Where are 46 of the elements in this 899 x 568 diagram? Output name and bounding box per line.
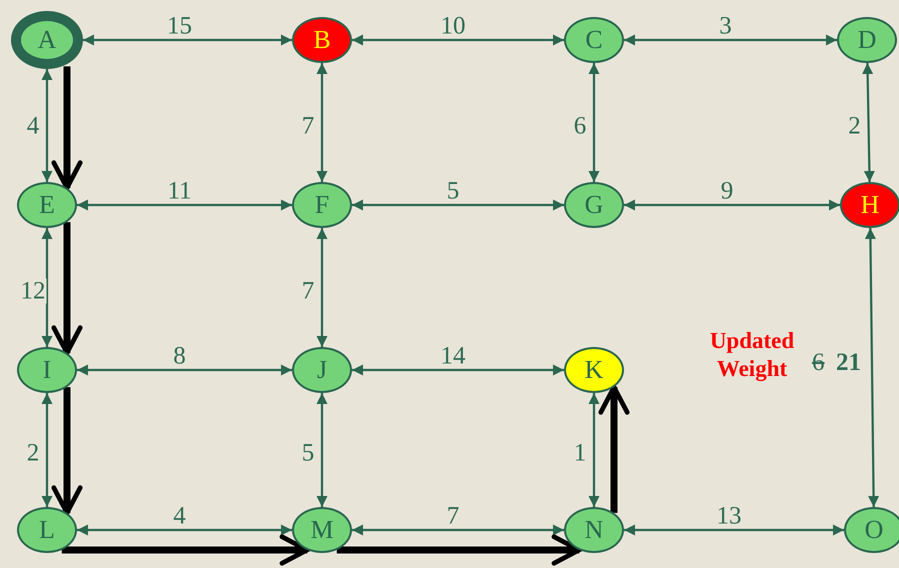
node-ellipse: K [564, 347, 624, 393]
edge-arrow [862, 62, 875, 182]
edge-arrow [624, 524, 844, 536]
node-ellipse: M [292, 507, 352, 553]
edge-arrow [42, 69, 52, 182]
node-ellipse: H [840, 182, 899, 228]
node-ellipse: N [564, 507, 624, 553]
edge-arrow [352, 34, 564, 46]
node-ellipse: J [292, 347, 352, 393]
node-ellipse: F [292, 182, 352, 228]
edge-arrow [352, 524, 564, 536]
edge-arrow [316, 63, 328, 182]
node-ellipse: O [844, 507, 899, 553]
edge-arrow [83, 34, 292, 46]
node-ellipse: L [17, 507, 77, 553]
path-arrow [51, 222, 83, 356]
edge-arrow [316, 393, 328, 507]
node-ellipse: A [11, 11, 83, 69]
edge-arrow [864, 228, 880, 508]
edge-arrow [624, 200, 840, 210]
edge-arrow [77, 524, 292, 536]
node-ellipse: C [564, 17, 624, 63]
old-weight: 6 [812, 350, 824, 375]
node-ellipse: E [17, 182, 77, 228]
edge-arrow [624, 34, 837, 46]
path-arrow [51, 387, 83, 516]
path-arrow [598, 384, 630, 513]
edge-arrow [42, 393, 52, 507]
edge-arrow [352, 200, 564, 210]
node-ellipse: I [17, 347, 77, 393]
edge-arrow [352, 364, 564, 376]
edge-arrow [588, 393, 600, 507]
node-ellipse: D [837, 17, 897, 63]
edge-arrow [77, 200, 292, 210]
path-arrow [336, 534, 582, 566]
node-ellipse: B [292, 17, 352, 63]
edge-label: 12 [20, 278, 46, 303]
edge-arrow [77, 364, 292, 376]
edge-arrow [42, 228, 52, 347]
new-weight: 21 [836, 350, 861, 375]
path-arrow [51, 66, 83, 190]
edge-arrow [316, 228, 328, 347]
note-text: Updated Weight [708, 327, 796, 382]
path-arrow [62, 534, 310, 566]
node-ellipse: G [564, 182, 624, 228]
edge-arrow [588, 63, 600, 182]
